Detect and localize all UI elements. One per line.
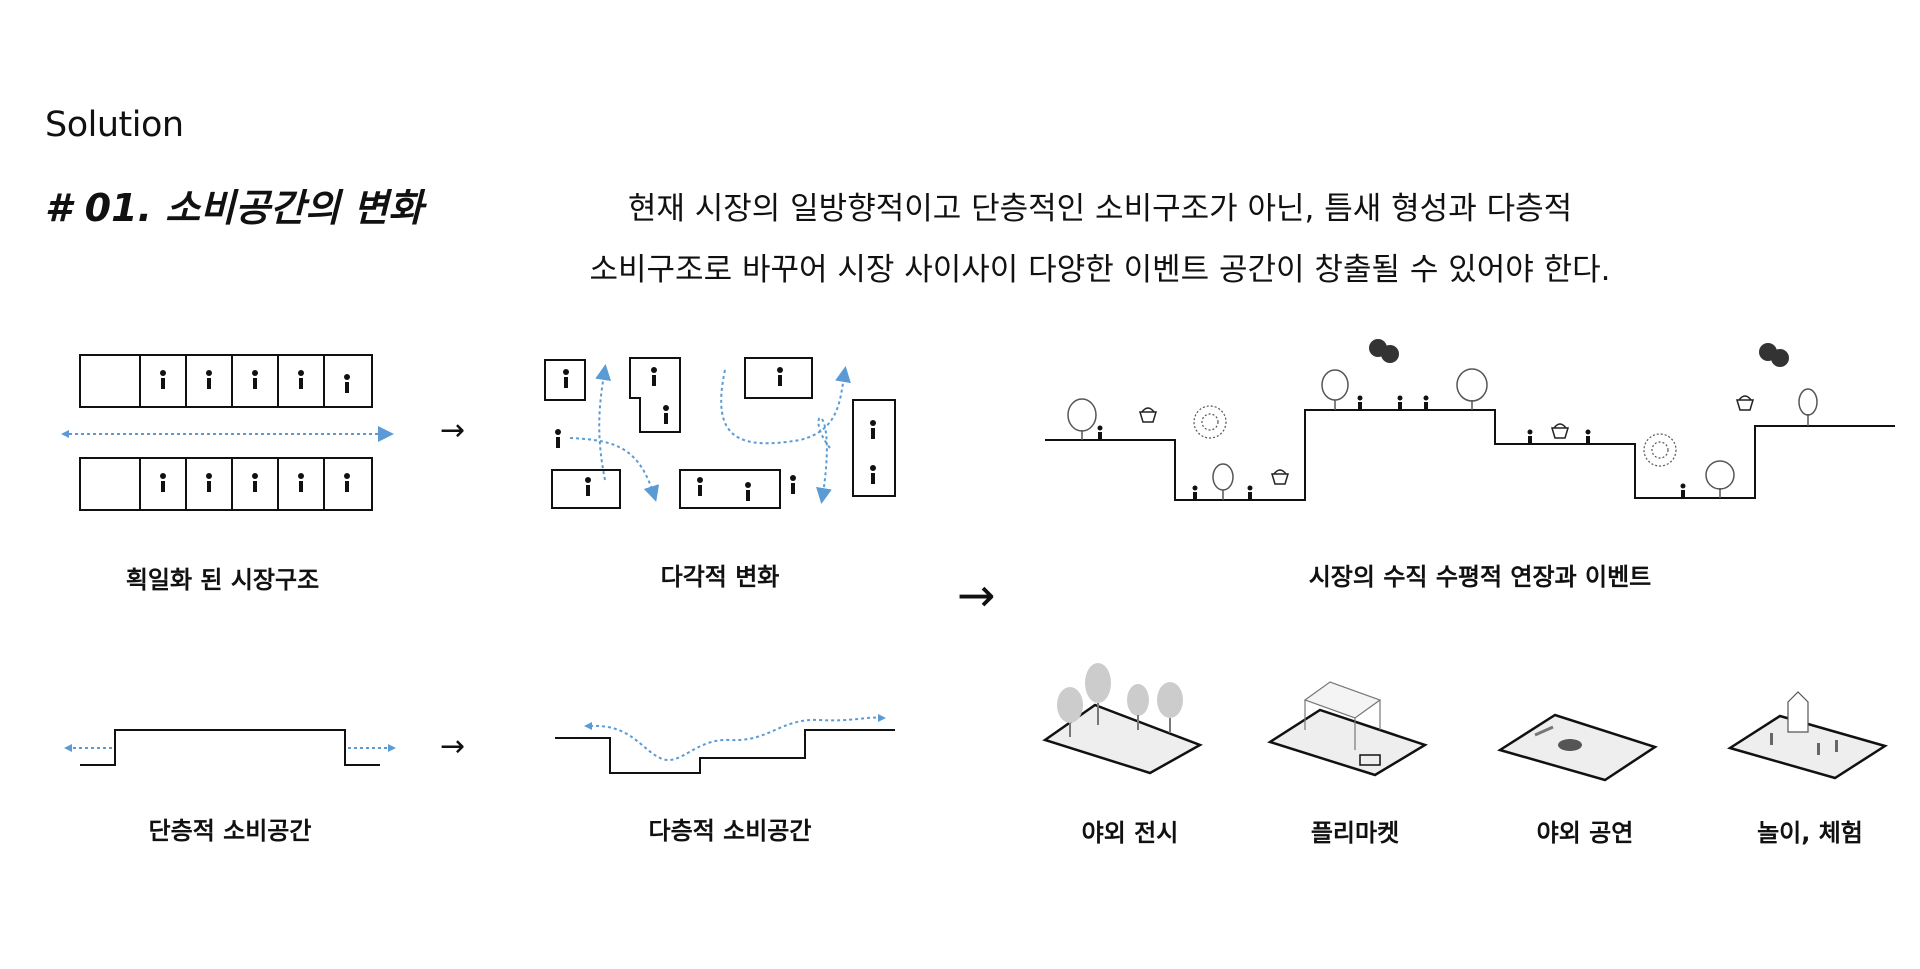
firework-icon bbox=[1193, 405, 1677, 467]
section-heading: # 01. 소비공간의 변화 bbox=[45, 186, 424, 230]
arrow-icon-1: → bbox=[440, 413, 466, 448]
outdoor-exhibition-icon bbox=[1042, 663, 1203, 775]
single-layer-section-diagram bbox=[64, 729, 396, 766]
outdoor-performance-icon bbox=[1496, 713, 1658, 782]
description-line-2: 소비구조로 바꾸어 시장 사이사이 다양한 이벤트 공간이 창출될 수 있어야 … bbox=[589, 252, 1611, 288]
caption-outdoor-exhibition: 야외 전시 bbox=[1081, 819, 1179, 847]
uniform-market-diagram bbox=[61, 354, 394, 511]
description-line-1: 현재 시장의 일방향적이고 단층적인 소비구조가 아닌, 틈새 형성과 다층적 bbox=[627, 191, 1573, 227]
caption-outdoor-performance: 야외 공연 bbox=[1536, 819, 1634, 847]
arrow-icon-2: → bbox=[440, 729, 466, 764]
person-icons bbox=[160, 370, 350, 492]
multifaceted-change-diagram bbox=[544, 357, 896, 509]
caption-uniform-structure: 획일화 된 시장구조 bbox=[125, 566, 320, 594]
caption-single-layer: 단층적 소비공간 bbox=[148, 817, 312, 845]
multi-layer-section-diagram bbox=[555, 714, 895, 774]
caption-multi-layer: 다층적 소비공간 bbox=[648, 817, 812, 845]
balloon-icon bbox=[1369, 339, 1789, 367]
basket-icon bbox=[1138, 395, 1755, 485]
play-experience-icon bbox=[1726, 691, 1889, 780]
arrow-icon-large: → bbox=[957, 568, 996, 622]
caption-flea-market: 플리마켓 bbox=[1310, 819, 1400, 847]
caption-play-experience: 놀이, 체험 bbox=[1757, 819, 1863, 847]
flea-market-icon bbox=[1267, 681, 1428, 777]
caption-multifaceted-change: 다각적 변화 bbox=[660, 563, 780, 591]
caption-vertical-horizontal-extension: 시장의 수직 수평적 연장과 이벤트 bbox=[1308, 563, 1652, 591]
section-label: Solution bbox=[45, 105, 184, 145]
tree-icon bbox=[1067, 368, 1818, 500]
vertical-horizontal-extension-diagram bbox=[1045, 339, 1895, 501]
